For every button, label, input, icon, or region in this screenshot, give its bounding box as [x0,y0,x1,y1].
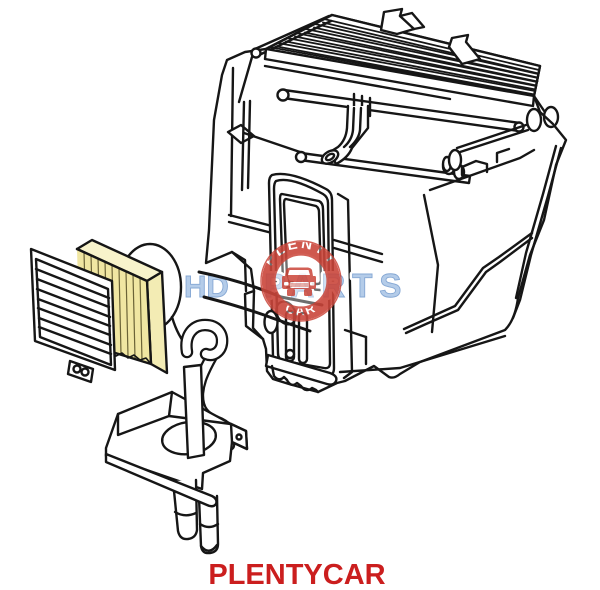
svg-text:PLENTYCAR: PLENTYCAR [208,559,385,590]
